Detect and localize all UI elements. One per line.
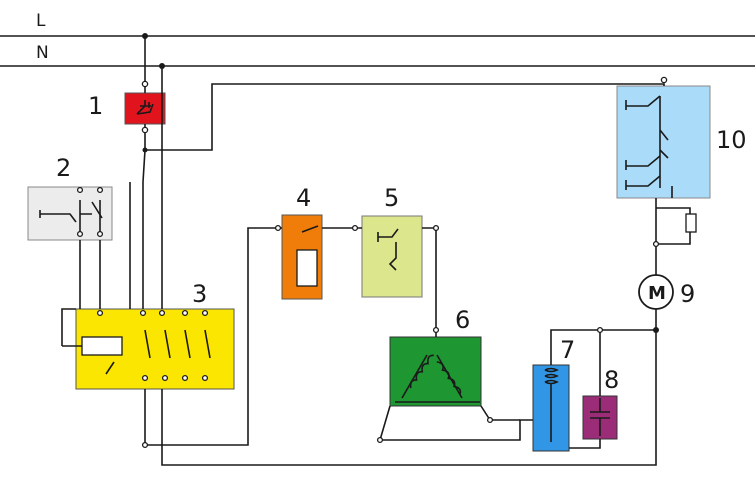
component-9-number: 9 xyxy=(680,280,695,308)
component-5-number: 5 xyxy=(384,184,399,212)
wiring xyxy=(61,36,691,466)
component-6-box xyxy=(389,336,482,407)
component-3-number: 3 xyxy=(192,280,207,308)
component-4-number: 4 xyxy=(296,184,311,212)
rail-l-label: L xyxy=(36,11,46,31)
component-7-number: 7 xyxy=(560,336,575,364)
component-6-windings xyxy=(395,354,480,403)
component-10-symbol xyxy=(625,95,673,198)
component-2-number: 2 xyxy=(56,154,71,182)
rail-n-label: N xyxy=(36,43,49,63)
component-8-number: 8 xyxy=(604,366,619,394)
component-10-box xyxy=(616,85,711,199)
component-10-number: 10 xyxy=(716,126,747,154)
component-5-box xyxy=(361,215,423,298)
component-5-symbol xyxy=(377,228,399,271)
component-1-number: 1 xyxy=(88,92,103,120)
resistor xyxy=(685,213,697,233)
component-8-symbol xyxy=(590,398,610,436)
component-4-symbol xyxy=(296,225,319,287)
junctions xyxy=(142,33,659,333)
component-6-number: 6 xyxy=(455,306,470,334)
component-7-symbol xyxy=(544,367,559,442)
terminals xyxy=(76,76,668,449)
component-3-symbol xyxy=(62,329,211,375)
component-2-symbol xyxy=(39,200,103,234)
component-1-box xyxy=(124,92,166,125)
motor-9-symbol: M xyxy=(648,283,666,304)
component-1-symbol xyxy=(136,100,154,115)
